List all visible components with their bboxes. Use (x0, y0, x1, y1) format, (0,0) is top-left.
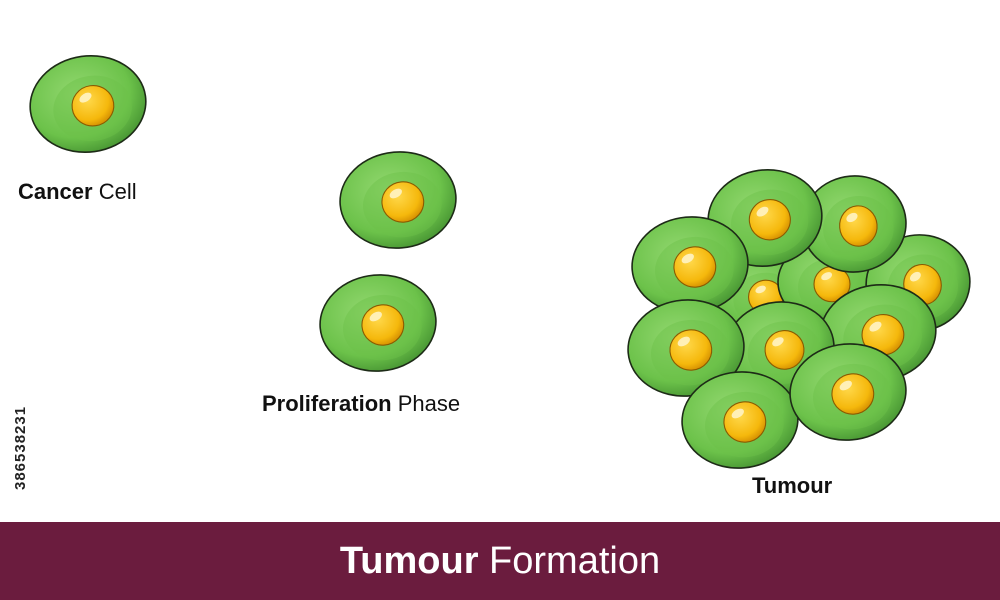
stock-image-id: 386538231 (12, 405, 29, 490)
title-bar: Tumour Formation (0, 522, 1000, 600)
proliferation-label-rest: Phase (397, 391, 461, 416)
title-rest: Formation (489, 540, 661, 582)
cancer-cell-label: Cancer Cell (18, 181, 137, 203)
tumour-formation-diagram (29, 54, 971, 469)
proliferation-cell-bottom (319, 274, 437, 372)
page-title: Tumour Formation (340, 542, 660, 580)
tumour-label: Tumour (752, 473, 833, 498)
proliferation-label-bold: Proliferation (262, 391, 392, 416)
tumour-cell (631, 216, 749, 314)
cancer-cell-label-bold: Cancer (18, 179, 93, 204)
tumour-cell (627, 299, 745, 397)
proliferation-phase-label: Proliferation Phase (262, 393, 460, 415)
title-bold: Tumour (339, 540, 479, 582)
tumour-cell (801, 175, 907, 273)
tumour-cell (681, 371, 799, 469)
tumour-cluster (627, 169, 971, 469)
tumour-cell (789, 343, 907, 441)
cancer-cell (29, 54, 147, 154)
proliferation-cell-top (339, 151, 457, 249)
cancer-cell-label-rest: Cell (98, 179, 137, 204)
